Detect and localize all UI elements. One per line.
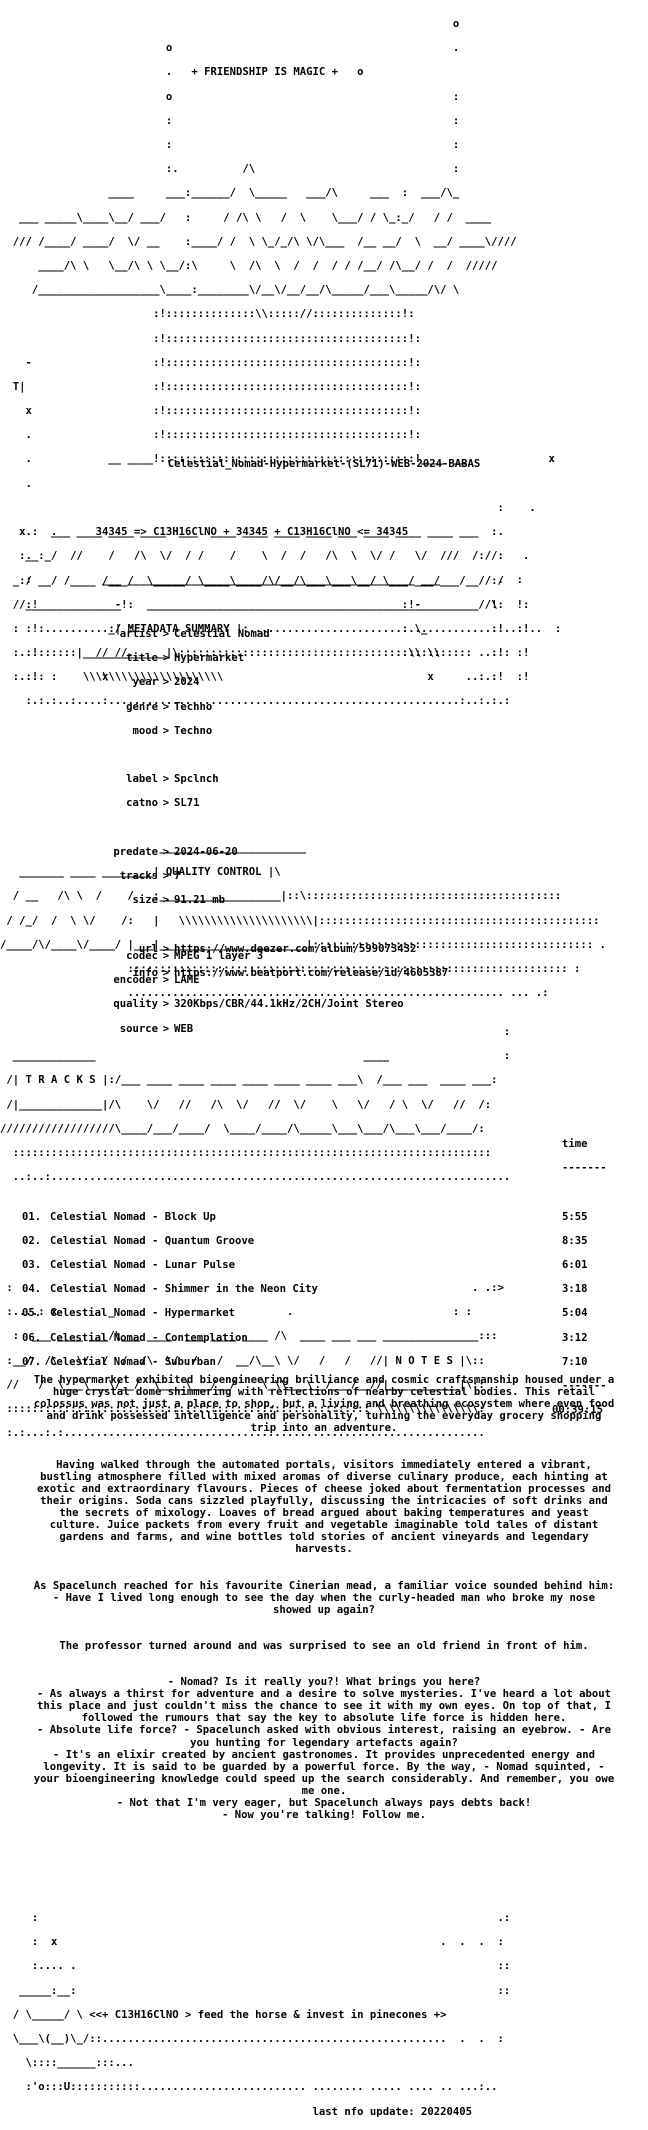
track-row: 01. Celestial Nomad - Block Up 5:55 bbox=[0, 1211, 648, 1223]
track-name: Celestial Nomad - Suburban bbox=[50, 1355, 216, 1368]
track-name: Celestial Nomad - Block Up bbox=[50, 1210, 216, 1223]
track-time: 3:12 bbox=[562, 1331, 588, 1344]
label-value: Spclnch bbox=[174, 773, 219, 786]
tracks-label: tracks bbox=[119, 869, 158, 882]
quality-title: QUALITY CONTROL bbox=[165, 866, 262, 879]
track-row: 07. Celestial Nomad - Suburban 7:10 bbox=[0, 1356, 648, 1368]
track-name: Celestial Nomad - Quantum Groove bbox=[50, 1234, 255, 1247]
title-label: title bbox=[126, 652, 158, 665]
track-time: 5:04 bbox=[562, 1307, 588, 1320]
track-time: 8:35 bbox=[562, 1234, 588, 1247]
track-number: 03. bbox=[22, 1259, 42, 1272]
nfo-document: o o . . + FRIENDSHIP IS MAGIC + o o bbox=[0, 18, 648, 2118]
genre-value: Techno bbox=[174, 700, 213, 713]
url-link[interactable]: https://www.deezer.com/album/599073432 bbox=[174, 942, 417, 955]
source-label: source bbox=[119, 1022, 158, 1035]
track-number: 02. bbox=[22, 1234, 42, 1247]
track-number: 04. bbox=[22, 1283, 42, 1296]
quality-section: codec>MPEG 1 layer 3 encoder>LAME qualit… bbox=[0, 938, 648, 1047]
tracks-title: T R A C K S bbox=[25, 1074, 96, 1087]
year-label: year bbox=[132, 676, 158, 689]
tracklist: time ------- 01.Celestial Nomad - Block … bbox=[0, 1126, 648, 1428]
track-time: 3:18 bbox=[562, 1283, 588, 1296]
track-time: 6:01 bbox=[562, 1259, 588, 1272]
predate-label: predate bbox=[113, 845, 158, 858]
total-time: 00:39:15 bbox=[552, 1404, 604, 1417]
footer-tagline: <<+ C13H16ClNO > feed the horse & invest… bbox=[89, 2008, 447, 2021]
track-row: 03. Celestial Nomad - Lunar Pulse 6:01 bbox=[0, 1259, 648, 1271]
metadata-section: artist>Celestial Nomad title>Hypermarket… bbox=[0, 616, 648, 991]
track-row: 06. Celestial Nomad - Contemplation 3:12 bbox=[0, 1332, 648, 1344]
info-label: info bbox=[132, 966, 158, 979]
codec-value: MPEG 1 layer 3 bbox=[174, 950, 264, 963]
mood-value: Techno bbox=[174, 724, 213, 737]
encoder-label: encoder bbox=[113, 974, 158, 987]
quality-value: 320Kbps/CBR/44.1kHz/2CH/Joint Stereo bbox=[174, 998, 404, 1011]
track-time: 5:55 bbox=[562, 1210, 588, 1223]
time-header: time bbox=[562, 1138, 588, 1151]
footer-update: last nfo update: 20220405 bbox=[312, 2105, 472, 2118]
quality-header-art: _______________________ _______ ____ ___… bbox=[0, 842, 606, 1000]
catno-label: catno bbox=[126, 797, 158, 810]
track-name: Celestial Nomad - Shimmer in the Neon Ci… bbox=[50, 1283, 318, 1296]
size-label: size bbox=[132, 894, 158, 907]
footer-art: : .: : x . . . : :.... . bbox=[0, 1912, 511, 2118]
track-number: 06. bbox=[22, 1331, 42, 1344]
artist-label: artist bbox=[119, 628, 158, 641]
size-value: 91.21 mb bbox=[174, 894, 226, 907]
metadata-header-art: : x : ___ ____ ____ ____ ___ ____ ____ _… bbox=[0, 502, 562, 684]
url-label: url bbox=[138, 942, 158, 955]
info-link[interactable]: https://www.beatport.com/release/id/4605… bbox=[174, 966, 449, 979]
notes-header-art: : . .:> :....: x _ . : : : ___ ____ ___/… bbox=[0, 1282, 504, 1440]
tracks-header-art: : _____________ ____ : /| T R A C K S |:… bbox=[0, 1026, 511, 1184]
artist-value: Celestial Nomad bbox=[174, 628, 270, 641]
notes-paragraph: The hypermarket exhibited bioengineering… bbox=[33, 1374, 615, 1435]
track-number: 01. bbox=[22, 1210, 42, 1223]
notes-paragraph: As Spacelunch reached for his favourite … bbox=[33, 1579, 615, 1616]
source-value: WEB bbox=[174, 1022, 194, 1035]
release-name-text: Celestial_Nomad-Hypermarket-(SL71)-WEB-2… bbox=[167, 458, 481, 471]
year-value: 2024 bbox=[174, 676, 200, 689]
catno-value: SL71 bbox=[174, 797, 200, 810]
tracks-value: 7 bbox=[174, 869, 181, 882]
genre-label: genre bbox=[126, 700, 158, 713]
notes-title: N O T E S bbox=[395, 1354, 453, 1367]
track-number: 07. bbox=[22, 1355, 42, 1368]
notes-paragraph: Having walked through the automated port… bbox=[36, 1458, 612, 1556]
codec-label: codec bbox=[126, 950, 158, 963]
track-name: Celestial Nomad - Hypermarket bbox=[50, 1307, 235, 1320]
equation-text: 34345 => C13H16ClNO + 34345 + C13H16ClNO… bbox=[95, 526, 409, 539]
metadata-title: METADATA SUMMARY bbox=[127, 623, 230, 636]
track-number: 05. bbox=[22, 1307, 42, 1320]
notes-paragraph: - Nomad? Is it really you?! What brings … bbox=[33, 1676, 615, 1822]
track-name: Celestial Nomad - Lunar Pulse bbox=[50, 1259, 235, 1272]
track-name: Celestial Nomad - Contemplation bbox=[50, 1331, 248, 1344]
header-art: o o . . + FRIENDSHIP IS MAGIC + o o bbox=[0, 18, 555, 708]
notes-paragraph: The professor turned around and was surp… bbox=[59, 1639, 589, 1652]
mood-label: mood bbox=[132, 724, 158, 737]
label-label: label bbox=[126, 773, 158, 786]
encoder-value: LAME bbox=[174, 974, 200, 987]
quality-label: quality bbox=[113, 998, 158, 1011]
banner-text: + FRIENDSHIP IS MAGIC + bbox=[191, 66, 339, 79]
notes-section: The hypermarket exhibited bioengineering… bbox=[0, 1362, 648, 1833]
release-name: Celestial_Nomad-Hypermarket-(SL71)-WEB-2… bbox=[0, 446, 648, 482]
predate-value: 2024-06-20 bbox=[174, 845, 238, 858]
track-row: 02. Celestial Nomad - Quantum Groove 8:35 bbox=[0, 1235, 648, 1247]
title-value: Hypermarket bbox=[174, 652, 245, 665]
track-time: 7:10 bbox=[562, 1355, 588, 1368]
track-row: 04. Celestial Nomad - Shimmer in the Neon… bbox=[0, 1283, 648, 1295]
track-row: 05. Celestial Nomad - Hypermarket 5:04 bbox=[0, 1307, 648, 1319]
